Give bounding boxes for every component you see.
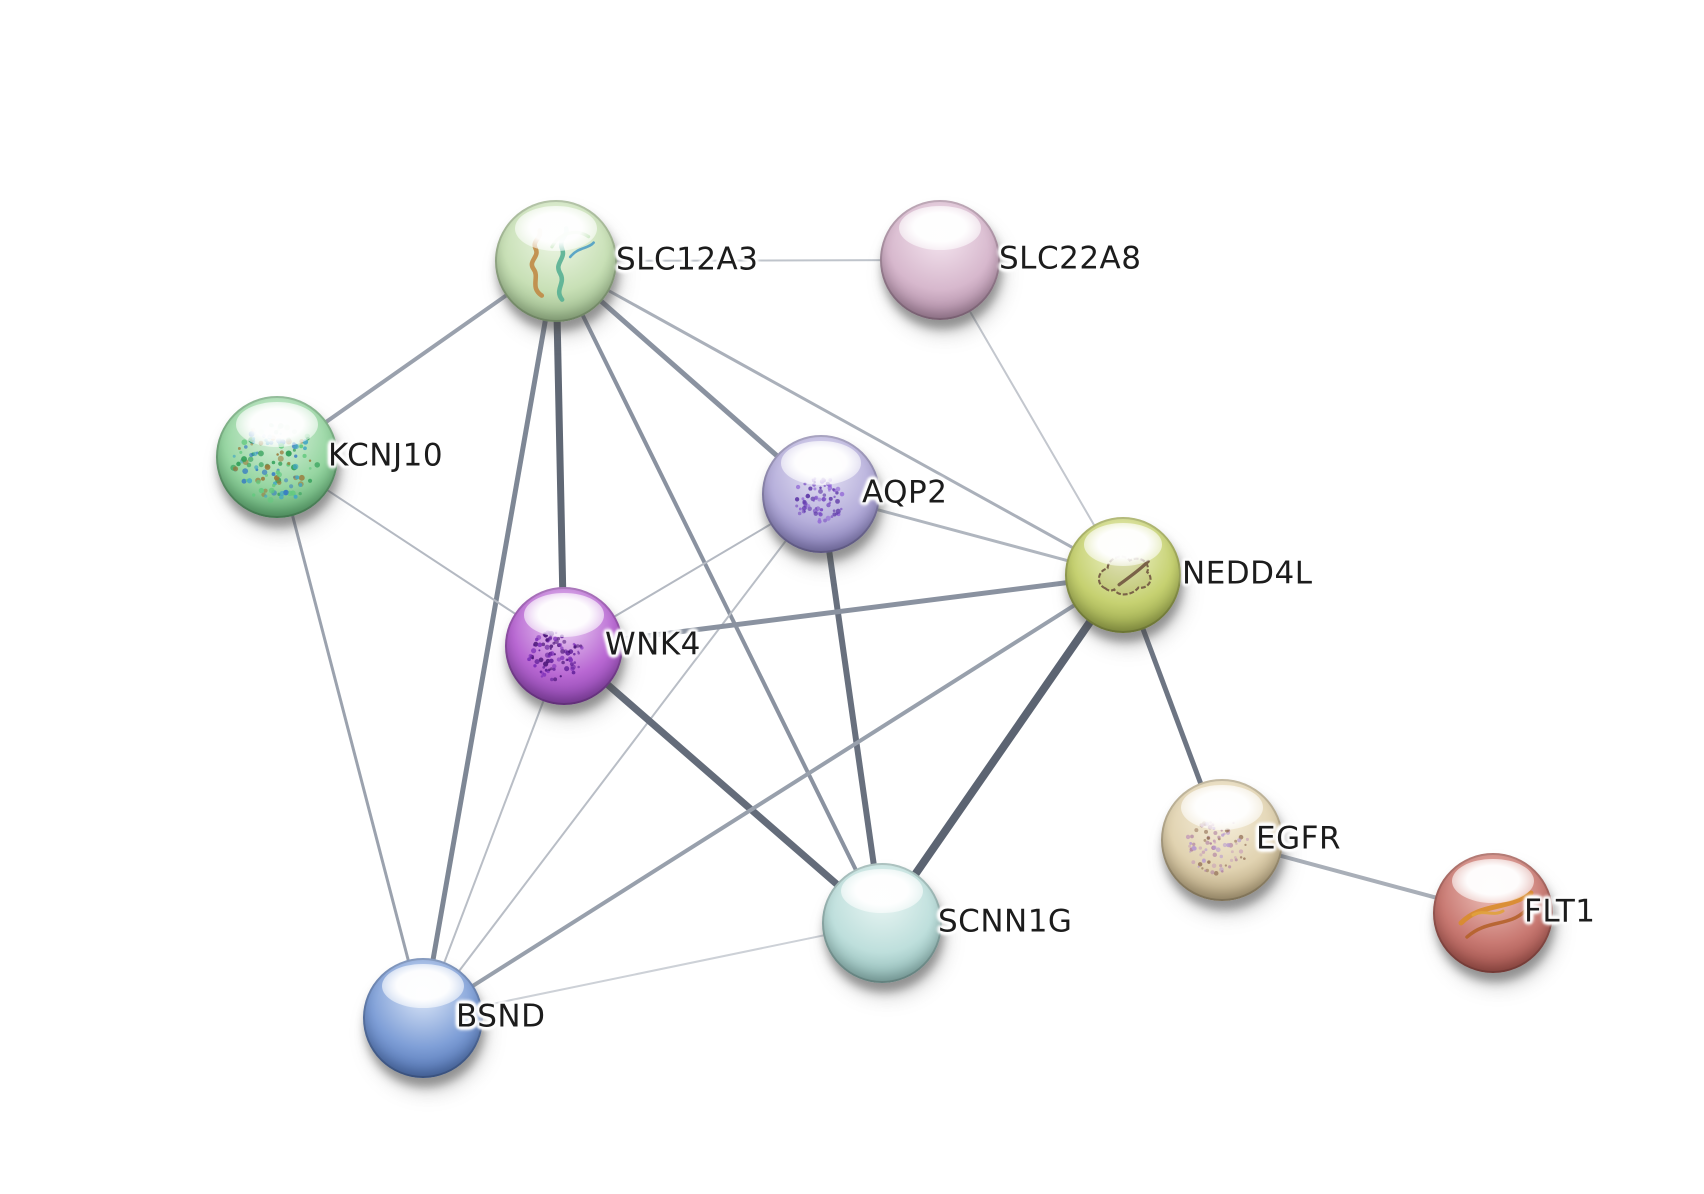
protein-node-WNK4[interactable]: WNK4 bbox=[505, 587, 700, 705]
node-label-WNK4: WNK4 bbox=[605, 626, 701, 663]
node-sphere-KCNJ10[interactable] bbox=[216, 396, 338, 518]
gloss-highlight-icon bbox=[523, 592, 605, 637]
protein-node-SCNN1G[interactable]: SCNN1G bbox=[822, 863, 1072, 983]
node-sphere-SCNN1G[interactable] bbox=[822, 863, 942, 983]
gloss-highlight-icon bbox=[1083, 522, 1163, 566]
node-sphere-NEDD4L[interactable] bbox=[1065, 517, 1181, 633]
node-label-NEDD4L: NEDD4L bbox=[1182, 555, 1313, 592]
protein-node-KCNJ10[interactable]: KCNJ10 bbox=[216, 396, 443, 518]
protein-structure-icon bbox=[1097, 555, 1152, 596]
node-sphere-FLT1[interactable] bbox=[1433, 853, 1553, 973]
node-label-BSND: BSND bbox=[456, 998, 546, 1035]
gloss-highlight-icon bbox=[514, 206, 598, 252]
protein-structure-icon bbox=[527, 630, 584, 682]
gloss-highlight-icon bbox=[382, 964, 464, 1009]
node-label-SLC22A8: SLC22A8 bbox=[999, 240, 1142, 277]
edge-AQP2-BSND[interactable] bbox=[422, 493, 822, 1019]
node-label-SLC12A3: SLC12A3 bbox=[616, 241, 759, 278]
node-label-FLT1: FLT1 bbox=[1524, 893, 1596, 930]
gloss-highlight-icon bbox=[780, 440, 862, 485]
protein-node-EGFR[interactable]: EGFR bbox=[1161, 779, 1340, 901]
protein-node-AQP2[interactable]: AQP2 bbox=[762, 435, 947, 553]
protein-node-SLC12A3[interactable]: SLC12A3 bbox=[495, 200, 758, 322]
protein-structure-icon bbox=[1458, 890, 1534, 939]
node-label-SCNN1G: SCNN1G bbox=[938, 903, 1073, 940]
node-sphere-BSND[interactable] bbox=[363, 958, 483, 1078]
node-label-AQP2: AQP2 bbox=[862, 474, 948, 511]
node-sphere-EGFR[interactable] bbox=[1161, 779, 1283, 901]
protein-node-NEDD4L[interactable]: NEDD4L bbox=[1065, 517, 1312, 633]
node-sphere-SLC22A8[interactable] bbox=[880, 200, 1000, 320]
node-label-KCNJ10: KCNJ10 bbox=[328, 437, 444, 474]
gloss-highlight-icon bbox=[235, 402, 319, 448]
gloss-highlight-icon bbox=[899, 206, 981, 251]
gloss-highlight-icon bbox=[1452, 859, 1534, 904]
gloss-highlight-icon bbox=[841, 869, 923, 914]
gloss-highlight-icon bbox=[1180, 785, 1264, 831]
protein-node-SLC22A8[interactable]: SLC22A8 bbox=[880, 200, 1141, 320]
protein-node-BSND[interactable]: BSND bbox=[363, 958, 545, 1078]
protein-node-FLT1[interactable]: FLT1 bbox=[1433, 853, 1595, 973]
node-sphere-WNK4[interactable] bbox=[505, 587, 623, 705]
node-sphere-AQP2[interactable] bbox=[762, 435, 880, 553]
node-sphere-SLC12A3[interactable] bbox=[495, 200, 617, 322]
node-label-EGFR: EGFR bbox=[1256, 820, 1341, 857]
